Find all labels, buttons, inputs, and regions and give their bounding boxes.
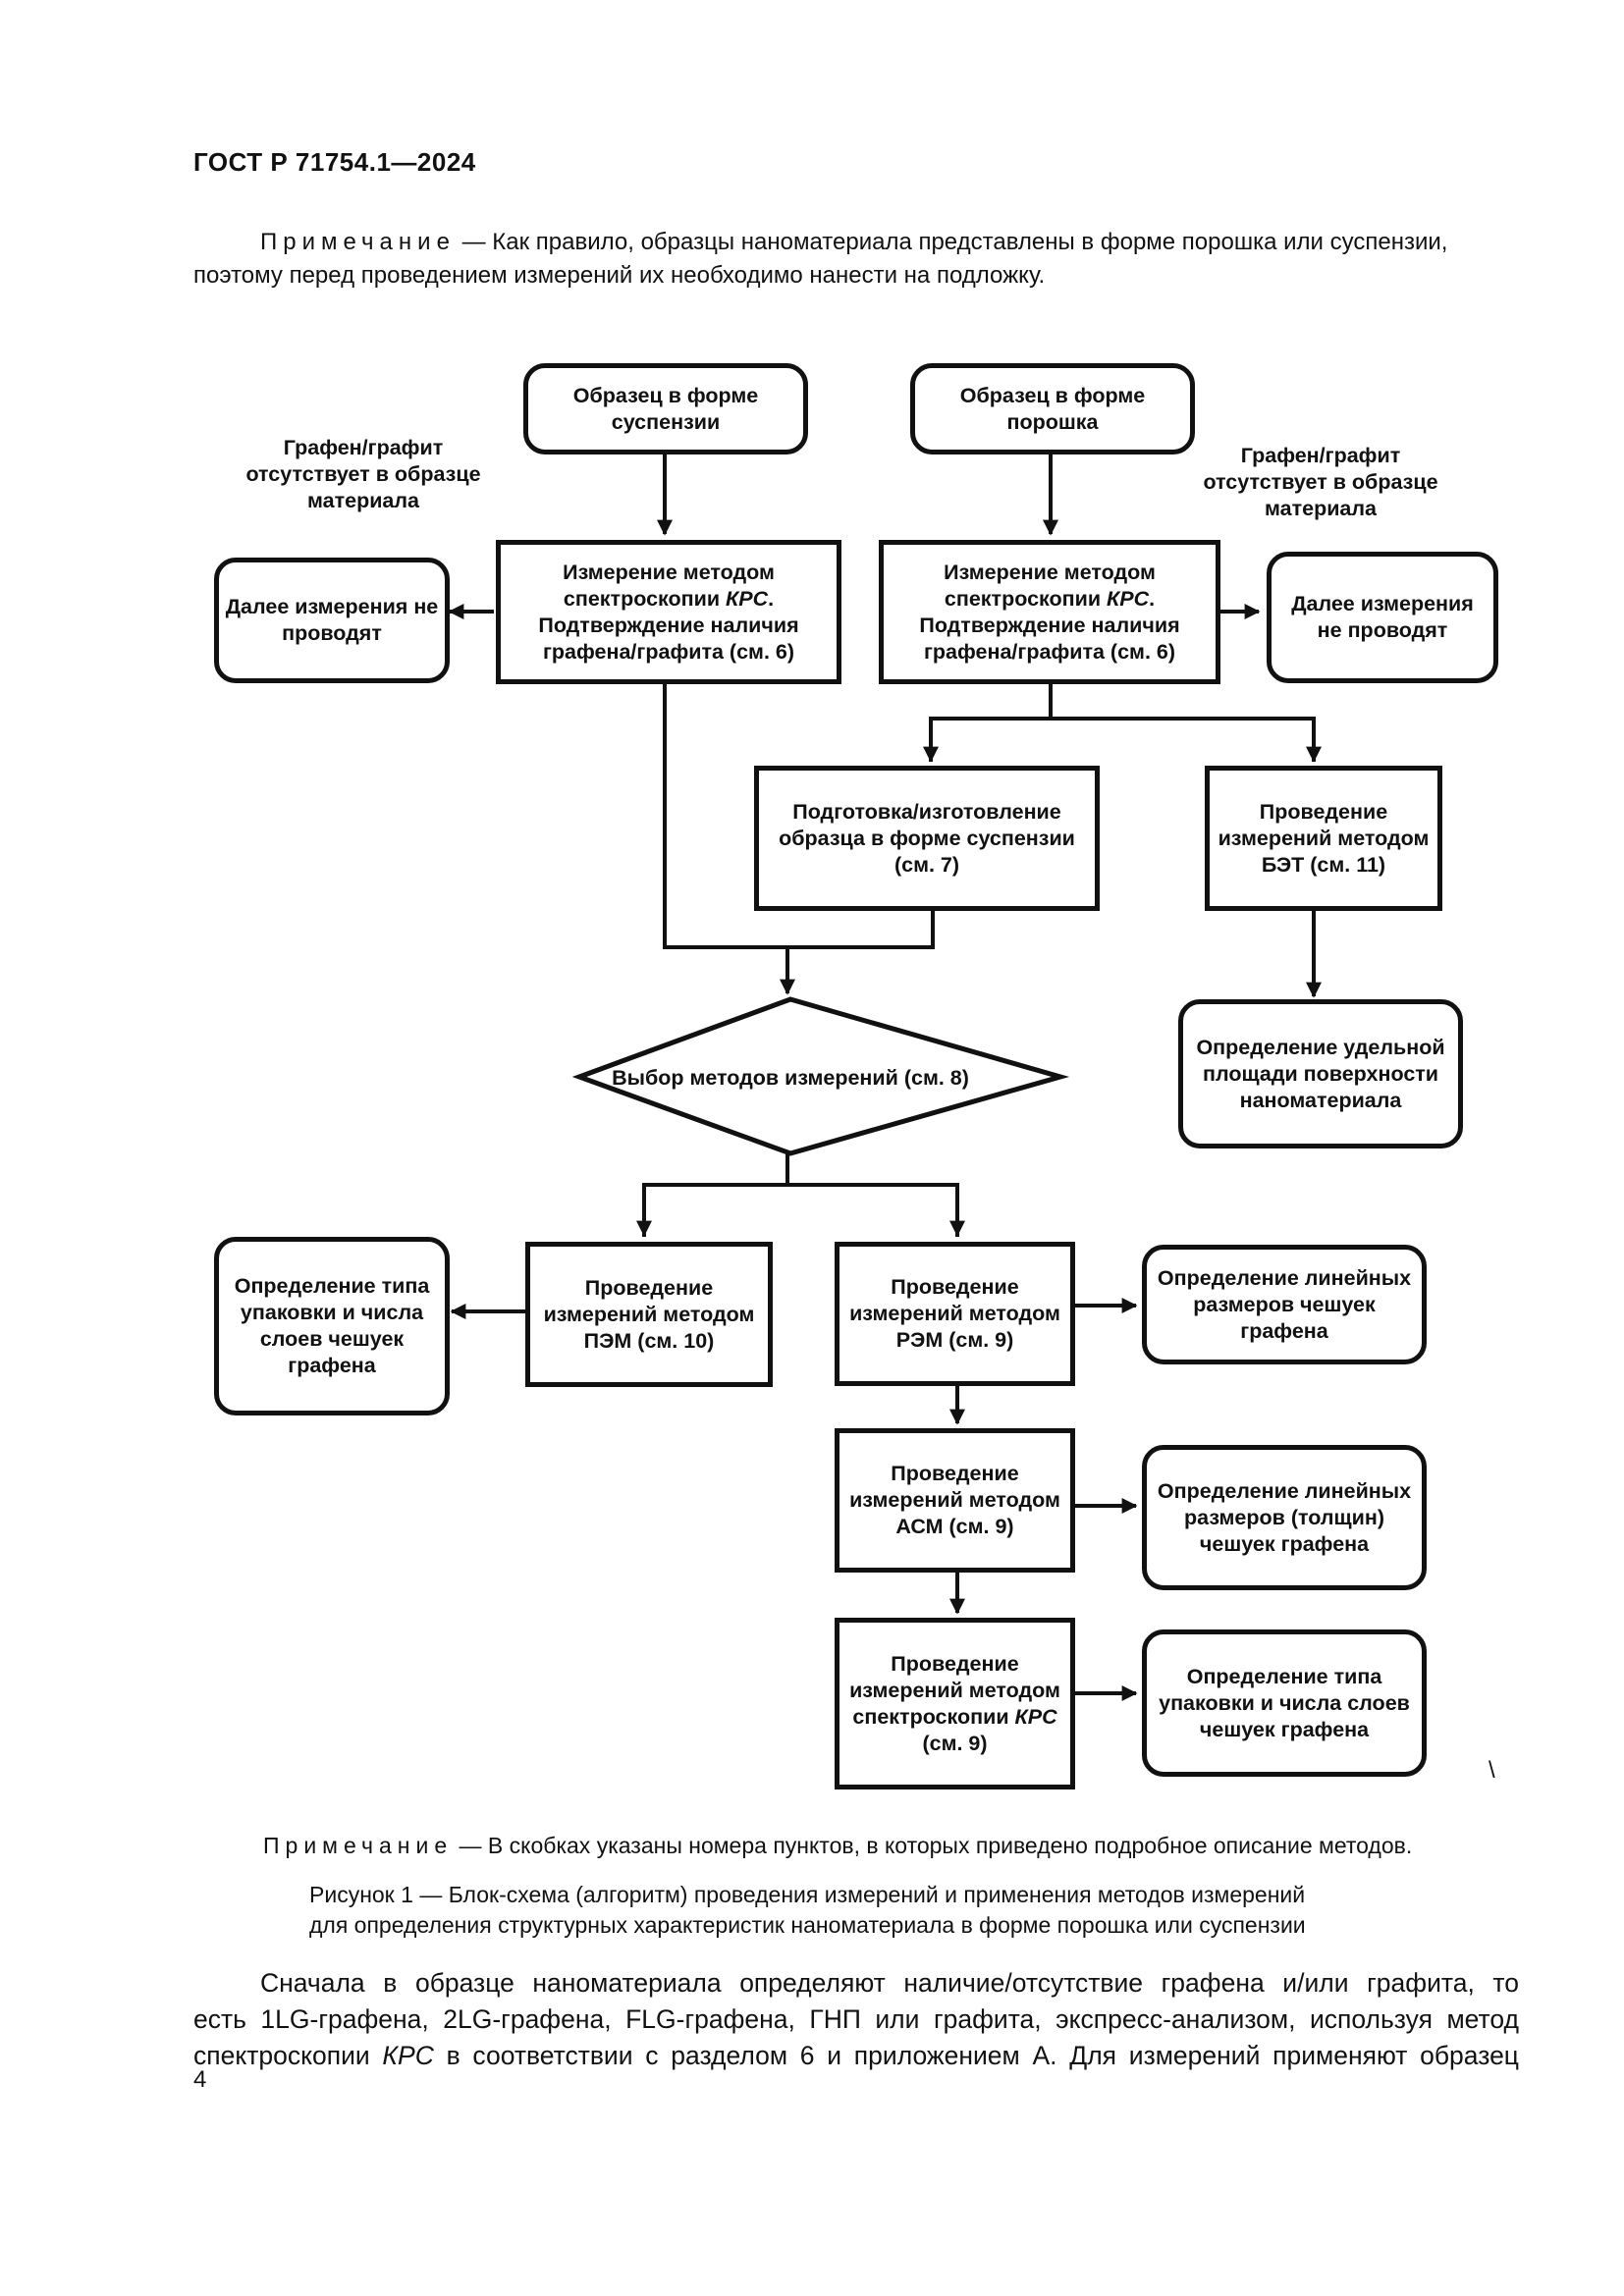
note-bottom-text: — В скобках указаны номера пунктов, в ко… (459, 1833, 1413, 1858)
note-top: Примечание — Как правило, образцы нанома… (193, 226, 1519, 293)
note-label: Примечание (260, 229, 456, 255)
caption-line2: для определения структурных характеристи… (309, 1912, 1306, 1938)
node-sem: Проведение измерений методом РЭМ (см. 9) (835, 1242, 1075, 1386)
connector-choice-to-sem (787, 1183, 959, 1237)
document-header: ГОСТ Р 71754.1—2024 (193, 147, 476, 177)
node-stacking-right: Определение типа упаковки и числа слоев … (1142, 1629, 1427, 1777)
figure-caption: Рисунок 1 — Блок-схема (алгоритм) провед… (309, 1880, 1389, 1941)
node-no-further-right: Далее измерения не проводят (1267, 552, 1498, 683)
note-bottom: Примечание — В скобках указаны номера пу… (263, 1833, 1412, 1859)
node-stacking-left: Определение типа упаковки и числа слоев … (214, 1237, 450, 1415)
node-tem: Проведение измерений методом ПЭМ (см. 10… (525, 1242, 773, 1387)
note-text-line1: — Как правило, образцы наноматериала пре… (461, 229, 1448, 255)
connector-choice-split (642, 1153, 789, 1237)
node-suspension-sample: Образец в форме суспензии (523, 363, 808, 454)
body-line2: есть 1LG-графена, 2LG-графена, FLG-графе… (193, 2004, 1519, 2034)
label-absent-left: Графен/графит отсутствует в образце мате… (245, 435, 481, 512)
body-paragraph: Сначала в образце наноматериала определя… (193, 1965, 1519, 2074)
node-raman-right: Измерение методом спектроскопии КРС. Под… (879, 540, 1220, 684)
node-raman-left: Измерение методом спектроскопии КРС. Под… (496, 540, 841, 684)
node-preparation: Подготовка/изготовление образца в форме … (754, 766, 1100, 911)
body-line1: Сначала в образце наноматериала определя… (260, 1968, 1519, 1998)
node-thickness: Определение линейных размеров (толщин) ч… (1142, 1445, 1427, 1590)
connector-raman-right-to-bet (1051, 717, 1316, 762)
caption-line1: Рисунок 1 — Блок-схема (алгоритм) провед… (309, 1882, 1306, 1907)
connector-raman-right-split (929, 680, 1053, 762)
node-surface-area: Определение удельной площади поверхности… (1178, 999, 1463, 1148)
node-linear-sizes: Определение линейных размеров чешуек гра… (1142, 1245, 1427, 1364)
node-raman-bottom: Проведение измерений методом спектроскоп… (835, 1618, 1075, 1789)
body-line3: спектроскопии КРС в соответствии с разде… (193, 2041, 1519, 2070)
decision-method-choice-label: Выбор методов измерений (см. 8) (612, 1065, 969, 1090)
node-powder-sample: Образец в форме порошка (910, 363, 1195, 454)
decision-diamond-method-choice (571, 996, 1070, 1156)
node-no-further-left: Далее измерения не проводят (214, 558, 450, 683)
label-absent-right: Графен/графит отсутствует в образце мате… (1203, 443, 1438, 520)
note-text-line2: поэтому перед проведением измерений их н… (193, 262, 1046, 289)
node-afm: Проведение измерений методом АСМ (см. 9) (835, 1428, 1075, 1573)
connector-raman-left-to-choice (663, 680, 935, 949)
page-number: 4 (193, 2066, 207, 2093)
note-bottom-label: Примечание (263, 1833, 454, 1858)
node-bet: Проведение измерений методом БЭТ (см. 11… (1205, 766, 1442, 911)
stray-mark: \ (1489, 1757, 1495, 1784)
